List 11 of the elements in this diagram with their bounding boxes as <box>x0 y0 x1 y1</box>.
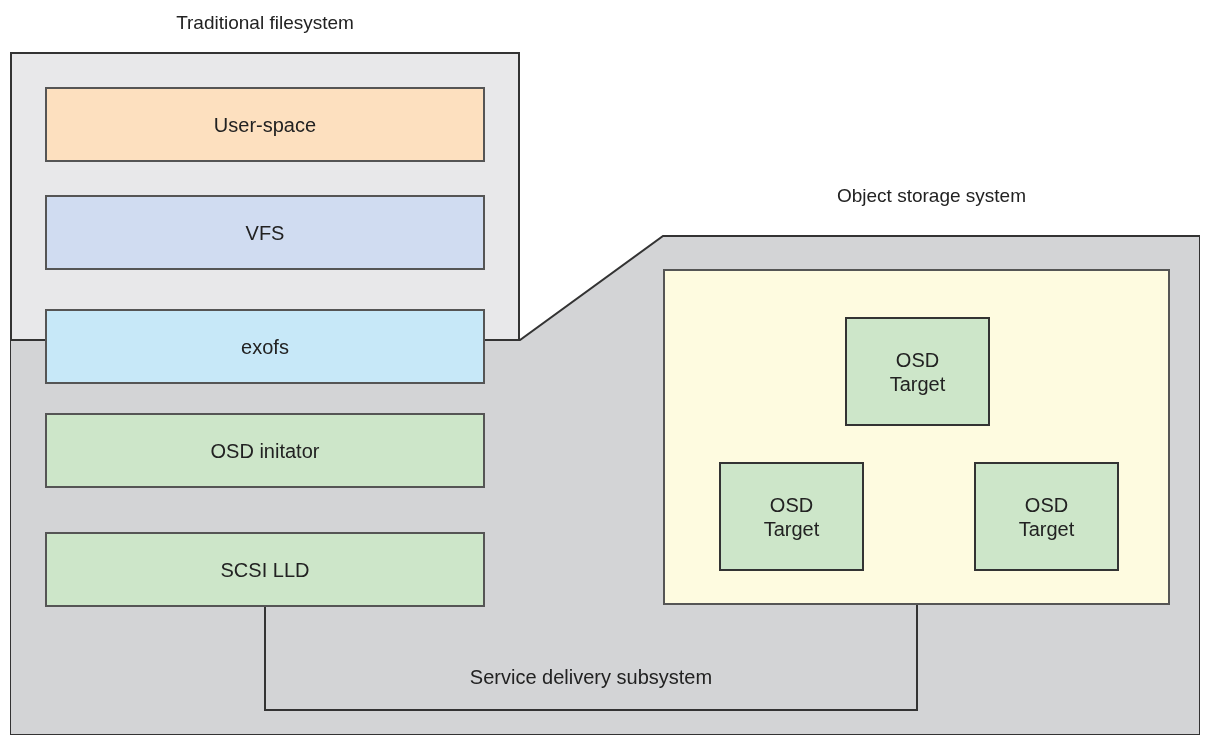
storage-panel <box>663 269 1170 605</box>
region-heading: Object storage system <box>836 185 1027 207</box>
layer-box: OSD initator <box>45 413 485 488</box>
target-box: OSD Target <box>719 462 864 571</box>
target-box: OSD Target <box>845 317 990 426</box>
connector-line <box>264 604 918 711</box>
target-box: OSD Target <box>974 462 1119 571</box>
region-heading: Traditional filesystem <box>175 12 355 34</box>
layer-box: SCSI LLD <box>45 532 485 607</box>
layer-box: User-space <box>45 87 485 162</box>
layer-box: VFS <box>45 195 485 270</box>
